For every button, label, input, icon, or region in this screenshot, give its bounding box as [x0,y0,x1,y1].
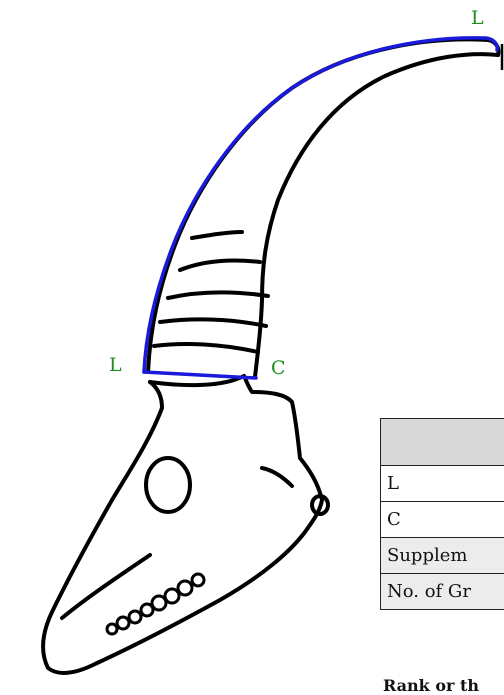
skull-body [43,376,322,673]
table-row: No. of Gr [381,574,504,610]
measurement-table: L C Supplem No. of Gr [380,418,504,610]
rank-note: Rank or th [383,676,479,695]
table-row: L [381,466,504,502]
length-tip-label: L [471,9,484,28]
tooth [117,617,129,629]
teeth [107,574,204,634]
skull-suture [262,468,292,486]
length-base-label: L [109,356,122,375]
eye-orbit [146,458,190,512]
table-row: Supplem [381,538,504,574]
skull-outline [43,376,328,673]
horn-ring-3 [168,292,268,298]
tooth [192,574,204,586]
row-label-supplementary: Supplem [381,538,504,574]
table-row: C [381,502,504,538]
horn-ring-1 [192,232,242,238]
length-line [144,38,497,372]
tooth [107,624,117,634]
row-label-circumference: C [381,502,504,538]
row-label-growth-rings: No. of Gr [381,574,504,610]
table-header-cell [381,419,504,466]
horn-front-edge [255,54,498,377]
circumference-label: C [271,359,286,378]
horn-ring-4 [160,319,266,326]
table-header-row [381,419,504,466]
measurement-lines [144,38,497,378]
horn-outline [148,39,498,377]
tooth [165,589,179,603]
circumference-line [144,372,256,378]
horn-ring-2 [180,260,260,270]
horn-ring-5 [154,344,258,352]
tooth [178,581,192,595]
row-label-length: L [381,466,504,502]
horn-back-edge [148,39,498,372]
tooth [129,611,141,623]
